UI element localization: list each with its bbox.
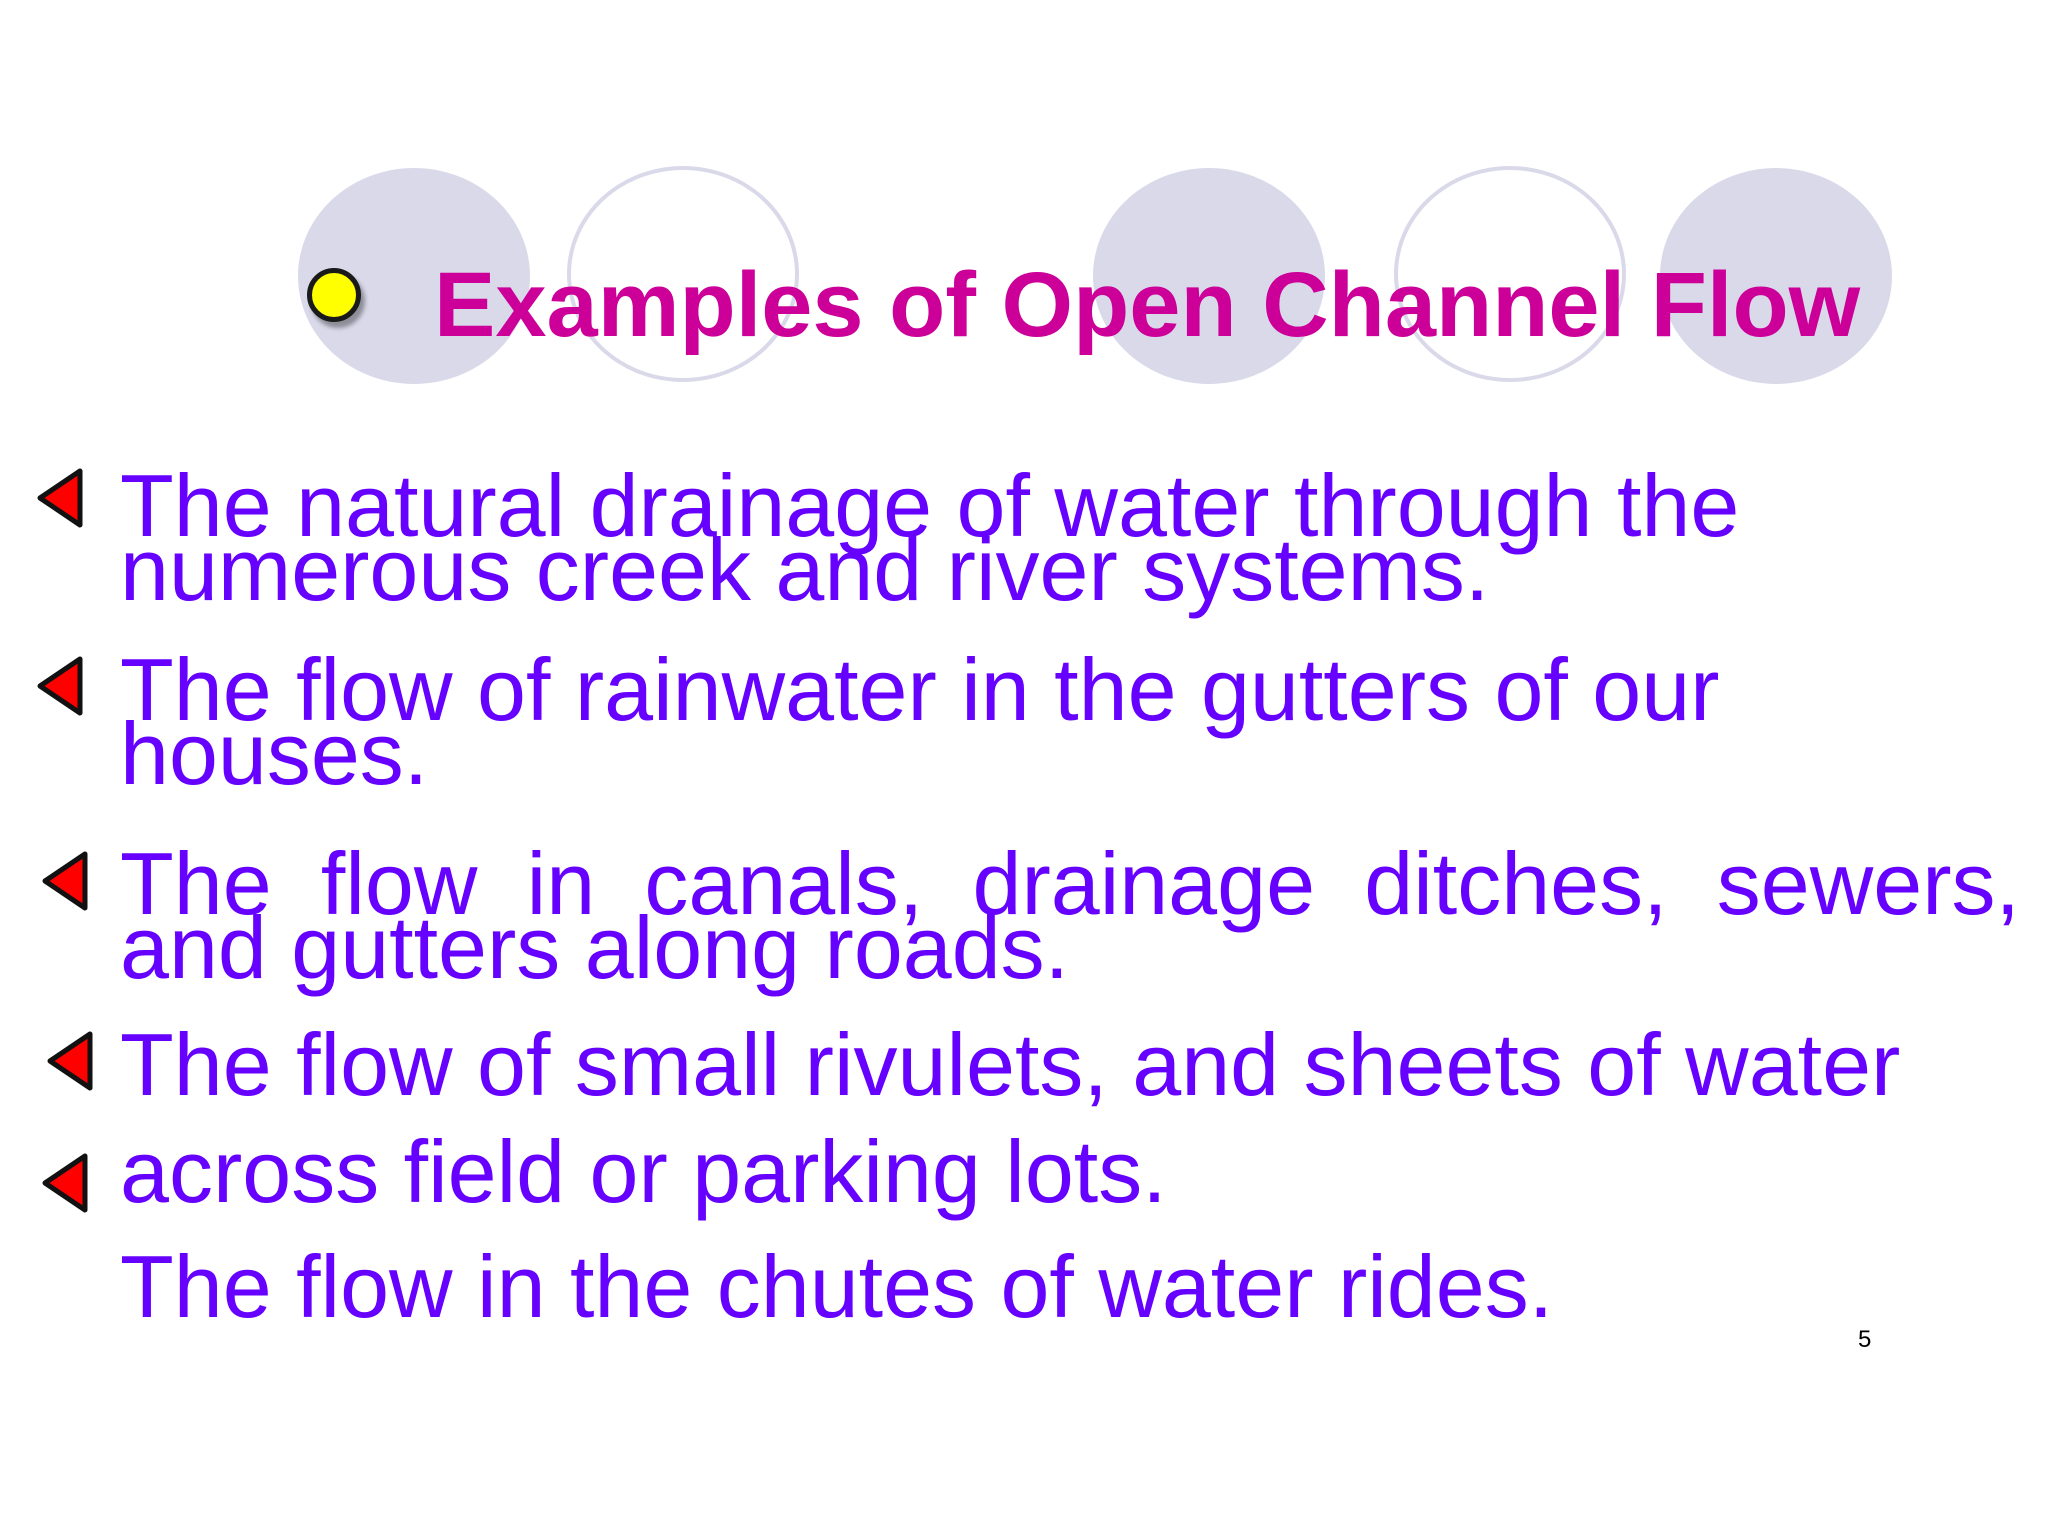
yellow-circle-icon [307, 268, 361, 322]
bullet-line: across field or parking lots. [120, 1122, 1167, 1221]
decorative-circle-outline [567, 166, 799, 382]
bullet-line: and gutters along roads. [120, 898, 1070, 997]
red-left-triangle-icon [47, 1031, 93, 1091]
slide-title: Examples of Open Channel Flow [434, 254, 1861, 356]
decorative-circle [1093, 168, 1325, 384]
bullet-line: The flow in the chutes of water rides. [120, 1237, 1554, 1336]
bullet-line: numerous creek and river systems. [120, 520, 1490, 619]
decorative-circle [1660, 168, 1892, 384]
bullet-line: The flow of rainwater in the gutters of … [120, 640, 1720, 739]
bullet-text: The natural drainage of water through th… [120, 456, 1740, 619]
red-left-triangle-icon [37, 468, 83, 528]
bullet-line: The natural drainage of water through th… [120, 456, 1740, 555]
bullet-text: across field or parking lots. [120, 1122, 1167, 1222]
decorative-circle-outline [1394, 166, 1626, 382]
red-left-triangle-icon [37, 656, 83, 716]
bullet-text: The flow of rainwater in the gutters of … [120, 640, 1720, 803]
bullet-line: houses. [120, 704, 429, 803]
red-left-triangle-icon [42, 1153, 88, 1213]
page-number: 5 [1858, 1326, 1872, 1353]
bullet-text: The flow of small rivulets, and sheets o… [120, 1015, 1900, 1115]
bullet-line: The flow of small rivulets, and sheets o… [120, 1015, 1901, 1114]
bullet-text: The flow in canals, drainage ditches, se… [120, 834, 2020, 997]
red-left-triangle-icon [42, 851, 88, 911]
bullet-line: The flow in canals, drainage ditches, se… [120, 834, 2020, 933]
bullet-text: The flow in the chutes of water rides. [120, 1237, 1553, 1337]
